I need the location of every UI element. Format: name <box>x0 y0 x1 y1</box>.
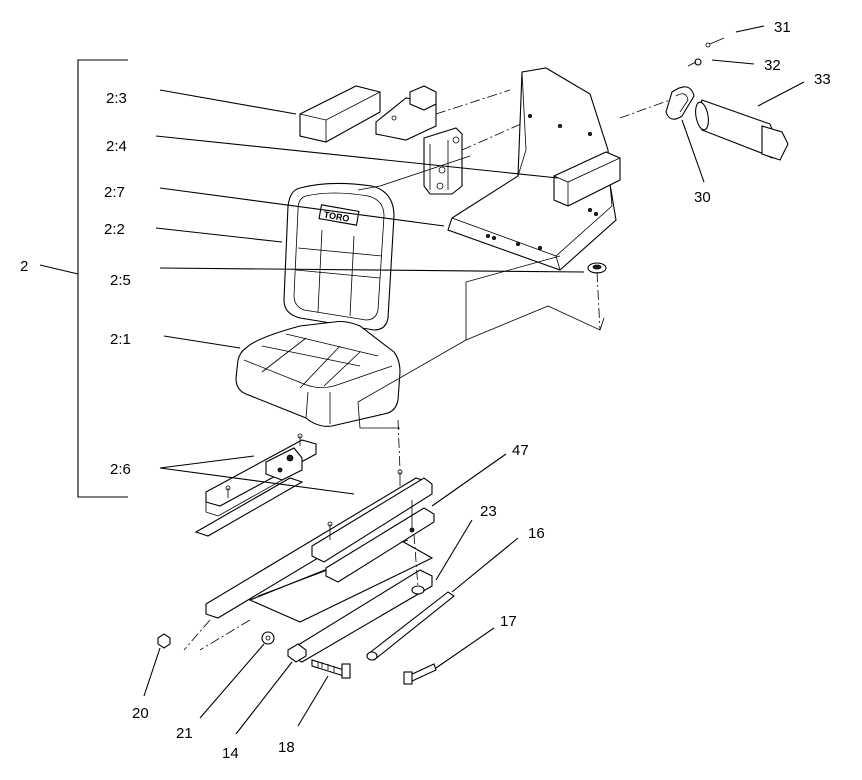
callout-47: 47 <box>512 442 529 459</box>
callout-33: 33 <box>814 71 831 88</box>
callout-20: 20 <box>132 705 149 722</box>
seat-pan <box>447 67 617 271</box>
armrest-pad-left <box>299 85 381 143</box>
callout-30: 30 <box>694 189 711 206</box>
armrest-bracket <box>375 85 531 195</box>
callout-32: 32 <box>764 57 781 74</box>
callout-2-4: 2:4 <box>106 138 127 155</box>
callout-14: 14 <box>222 745 239 762</box>
leader-lines <box>143 25 805 735</box>
cup-holder <box>619 37 789 161</box>
callout-17: 17 <box>500 613 517 630</box>
callout-labels: 2 2:3 2:4 2:7 2:2 2:5 2:1 2:6 31 32 33 3… <box>20 19 831 762</box>
callout-21: 21 <box>176 725 193 742</box>
seat-slide-upper <box>194 433 317 537</box>
callout-2-6: 2:6 <box>110 461 131 478</box>
callout-2-2: 2:2 <box>104 221 125 238</box>
armrest-pad-right <box>553 151 621 207</box>
callout-2: 2 <box>20 258 28 275</box>
assembly-bracket <box>39 59 128 498</box>
callout-2-3: 2:3 <box>106 90 127 107</box>
callout-2-7: 2:7 <box>104 184 125 201</box>
callout-31: 31 <box>774 19 791 36</box>
backrest-cushion: TORO <box>283 182 395 331</box>
callout-16: 16 <box>528 525 545 542</box>
bushing <box>587 262 607 331</box>
callout-2-1: 2:1 <box>110 331 131 348</box>
callout-18: 18 <box>278 739 295 756</box>
callout-2-5: 2:5 <box>110 272 131 289</box>
seat-base-frame <box>183 419 435 663</box>
seat-cushion <box>235 320 401 427</box>
callout-23: 23 <box>480 503 497 520</box>
hardware <box>157 500 455 685</box>
